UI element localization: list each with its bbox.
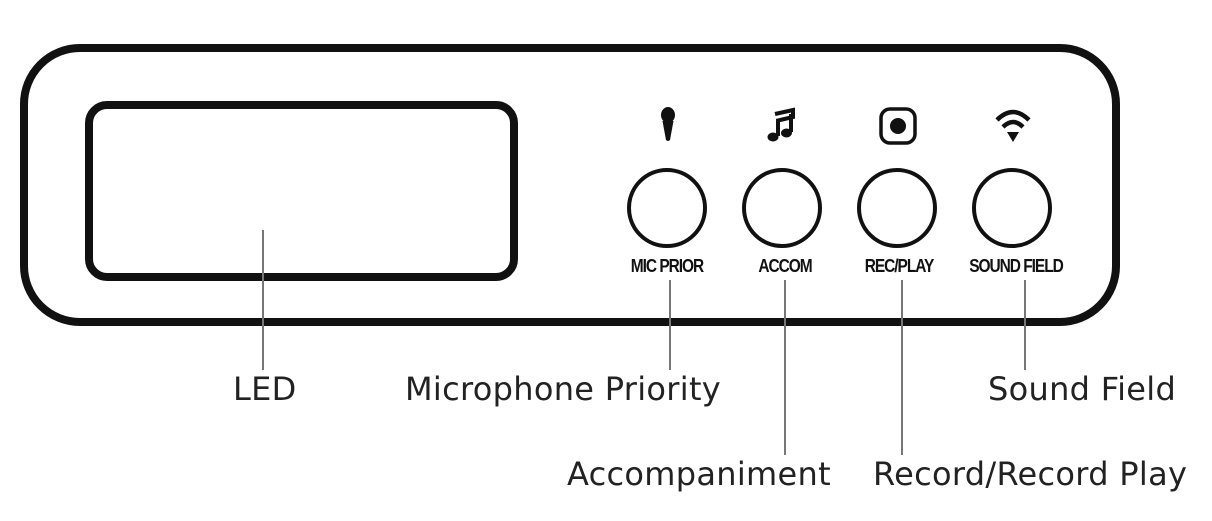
accompaniment-callout: Accompaniment bbox=[567, 455, 831, 493]
microphone-icon bbox=[661, 107, 675, 141]
sound-field-label: SOUND FIELD bbox=[969, 256, 1064, 276]
sound-field-icon bbox=[995, 109, 1031, 142]
led-leader-line bbox=[262, 230, 264, 370]
rec-play-label: REC/PLAY bbox=[864, 256, 935, 276]
sound-field-callout: Sound Field bbox=[988, 370, 1177, 408]
control-panel bbox=[20, 44, 1120, 326]
mic-priority-callout: Microphone Priority bbox=[405, 370, 722, 408]
mic-prior-button[interactable] bbox=[627, 168, 707, 248]
mic-priority-leader-line bbox=[669, 280, 671, 370]
sound-field-leader-line bbox=[1024, 280, 1026, 370]
accompaniment-leader-line bbox=[784, 280, 786, 455]
rec-play-button[interactable] bbox=[857, 168, 937, 248]
record-leader-line bbox=[901, 280, 903, 455]
record-icon bbox=[879, 107, 917, 145]
accom-button[interactable] bbox=[742, 168, 822, 248]
record-callout: Record/Record Play bbox=[873, 455, 1188, 493]
accom-label: ACCOM bbox=[758, 256, 812, 276]
led-display bbox=[85, 101, 518, 281]
sound-field-button[interactable] bbox=[972, 168, 1052, 248]
mic-prior-label: MIC PRIOR bbox=[630, 256, 704, 276]
music-note-icon bbox=[767, 107, 795, 142]
led-callout: LED bbox=[233, 370, 297, 408]
